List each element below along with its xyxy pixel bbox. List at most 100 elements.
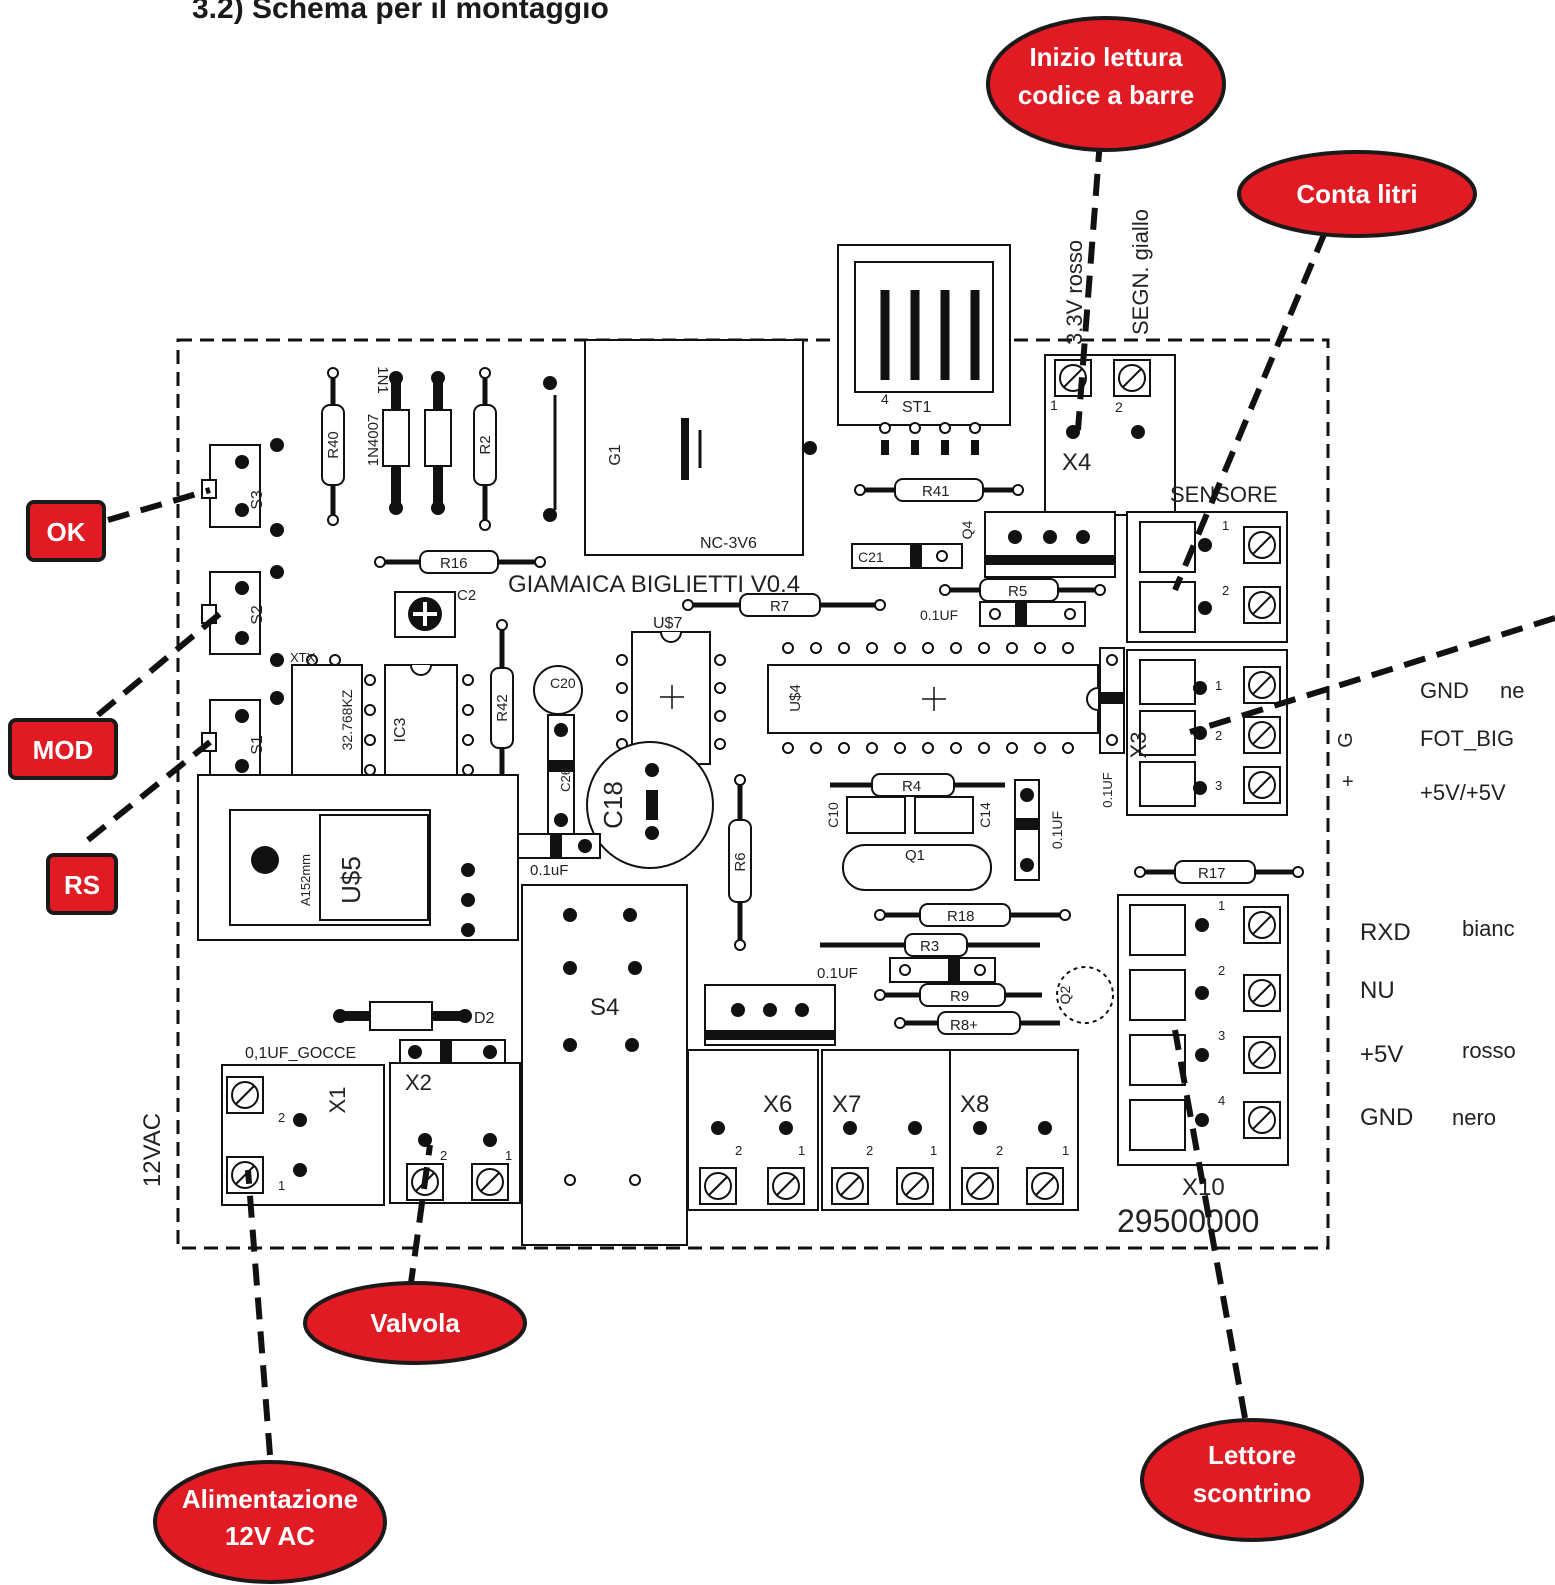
x3-legend-mark-2: G (1335, 732, 1357, 748)
resistor-r3: R3 (820, 933, 1040, 957)
callout-barcode: Inizio lettura codice a barre (986, 16, 1226, 152)
relay-s4: S4 (521, 884, 688, 1246)
leader-alimentazione (245, 1169, 273, 1456)
label-g1: G1 (607, 444, 624, 465)
label-r16: R16 (440, 555, 468, 572)
x4-wire-2: SEGN. giallo (1128, 209, 1153, 335)
x3-pin2: 2 (1215, 728, 1222, 743)
callout-alimentazione: Alimentazione 12V AC (153, 1460, 387, 1584)
label-r3: R3 (920, 938, 939, 955)
x1-pin2: 2 (278, 1110, 285, 1125)
callout-alimentazione-line1: Alimentazione (182, 1484, 358, 1514)
label-s4: S4 (590, 994, 619, 1021)
callout-alimentazione-line2: 12V AC (225, 1521, 315, 1551)
label-s3: S3 (249, 490, 266, 510)
ic-ic3: IC3 (364, 664, 474, 796)
transistor-q4: Q4 (959, 511, 1116, 578)
resistor-r42: R42 (490, 619, 514, 796)
terminal-x4: X4 1 2 3.3V rosso SEGN. giallo (1044, 209, 1176, 516)
x3-legend-pin-1: GND (1420, 678, 1469, 703)
callout-conta-litri-text: Conta litri (1296, 179, 1417, 209)
label-ic3: IC3 (392, 717, 409, 742)
label-gocce: 0,1UF_GOCCE (245, 1045, 356, 1062)
label-st1-pin4: 4 (881, 391, 889, 407)
diode-1n4007: 1N4007 1N1 (365, 366, 410, 515)
callout-rs-text: RS (64, 870, 100, 900)
label-xtal: 32.768KZ (339, 689, 355, 750)
label-r5: R5 (1008, 583, 1027, 600)
terminal-x8: X8 2 1 (949, 1049, 1079, 1211)
label-r9: R9 (950, 988, 969, 1005)
leader-barcode (1075, 139, 1103, 431)
label-u4: U$4 (787, 684, 804, 712)
x10-pin2: 2 (1218, 963, 1225, 978)
label-c01uf-e: 0.1UF (817, 965, 858, 982)
label-x6: X6 (763, 1091, 792, 1118)
resistor-r9: R9 (874, 983, 1042, 1007)
terminal-x6: X6 2 1 (687, 1049, 819, 1211)
label-x4: X4 (1062, 449, 1091, 476)
callout-barcode-line1: Inizio lettura (1029, 42, 1183, 72)
x8-pin1: 1 (1062, 1143, 1069, 1158)
resistor-r17: R17 (1134, 860, 1304, 884)
label-s1: S1 (249, 735, 266, 755)
label-x2: X2 (405, 1070, 432, 1095)
x2-pin1: 1 (505, 1148, 512, 1163)
x3-legend: - GND ne G FOT_BIG + +5V/+5V (1335, 671, 1524, 805)
terminal-x2: X2 2 1 (389, 1062, 521, 1204)
resistor-r7: R7 (682, 593, 886, 617)
callout-lettore-line2: scontrino (1193, 1478, 1311, 1508)
resistor-r18: R18 (874, 903, 1071, 927)
label-a152mm: A152mm (298, 854, 313, 906)
x10-pin1: 1 (1218, 898, 1225, 913)
callout-conta-litri: Conta litri (1237, 150, 1477, 238)
label-r42: R42 (494, 694, 511, 722)
ic-u4: U$4 (767, 642, 1099, 754)
x8-pin2: 2 (996, 1143, 1003, 1158)
x10-pin4: 4 (1218, 1093, 1225, 1108)
resistor-r5: R5 (939, 578, 1106, 602)
callout-lettore-line1: Lettore (1208, 1440, 1296, 1470)
sensore-pin2: 2 (1222, 583, 1229, 598)
capacitor-c14: C14 (914, 796, 993, 834)
crystal-q1: Q1 (842, 844, 992, 891)
label-c10: C10 (825, 802, 841, 828)
board-code: 29500000 (1117, 1203, 1259, 1239)
label-c2: C2 (457, 587, 476, 604)
label-nc3v6: NC-3V6 (700, 535, 757, 552)
resistor-r8: R8+ (894, 1011, 1060, 1035)
label-u7: U$7 (653, 615, 682, 632)
diode-2 (424, 371, 452, 515)
label-c21: C21 (858, 549, 884, 565)
x6-pin1: 1 (798, 1143, 805, 1158)
capacitor-c26: C26 (547, 714, 575, 836)
callout-ok-text: OK (47, 517, 86, 547)
x3-legend-mark-3: + (1342, 771, 1354, 793)
x10-legend-pin-2: NU (1360, 977, 1395, 1004)
label-x1: X1 (325, 1087, 350, 1114)
capacitor-c21: C21 (851, 543, 963, 569)
resistor-r41: R41 (854, 478, 1024, 502)
label-r18: R18 (947, 908, 975, 925)
x10-legend-color-1: bianc (1462, 916, 1515, 941)
x3-pin3: 3 (1215, 778, 1222, 793)
callout-rs: RS (46, 853, 118, 915)
label-c01uf-a: 0.1UF (920, 607, 958, 623)
x10-legend-pin-4: GND (1360, 1104, 1413, 1131)
label-r2: R2 (477, 435, 494, 454)
label-s2: S2 (249, 605, 266, 625)
battery-g1: G1 NC-3V6 (543, 339, 817, 556)
label-x8: X8 (960, 1091, 989, 1118)
x10-legend-color-3: rosso (1462, 1038, 1516, 1063)
callout-ok: OK (26, 500, 106, 562)
leader-conta-litri (1172, 230, 1328, 592)
resistor-r4: R4 (830, 773, 1005, 797)
leader-x3 (1189, 615, 1555, 735)
capacitor-0p1uf-e: 0.1UF (817, 957, 996, 983)
terminal-x10: 1 2 3 4 X10 (1117, 894, 1289, 1201)
x10-legend-color-4: nero (1452, 1105, 1496, 1130)
resistor-r16: R16 (374, 550, 546, 574)
x10-legend: RXD bianc NU +5V rosso GND nero (1360, 916, 1516, 1131)
x4-pin2: 2 (1115, 399, 1123, 415)
